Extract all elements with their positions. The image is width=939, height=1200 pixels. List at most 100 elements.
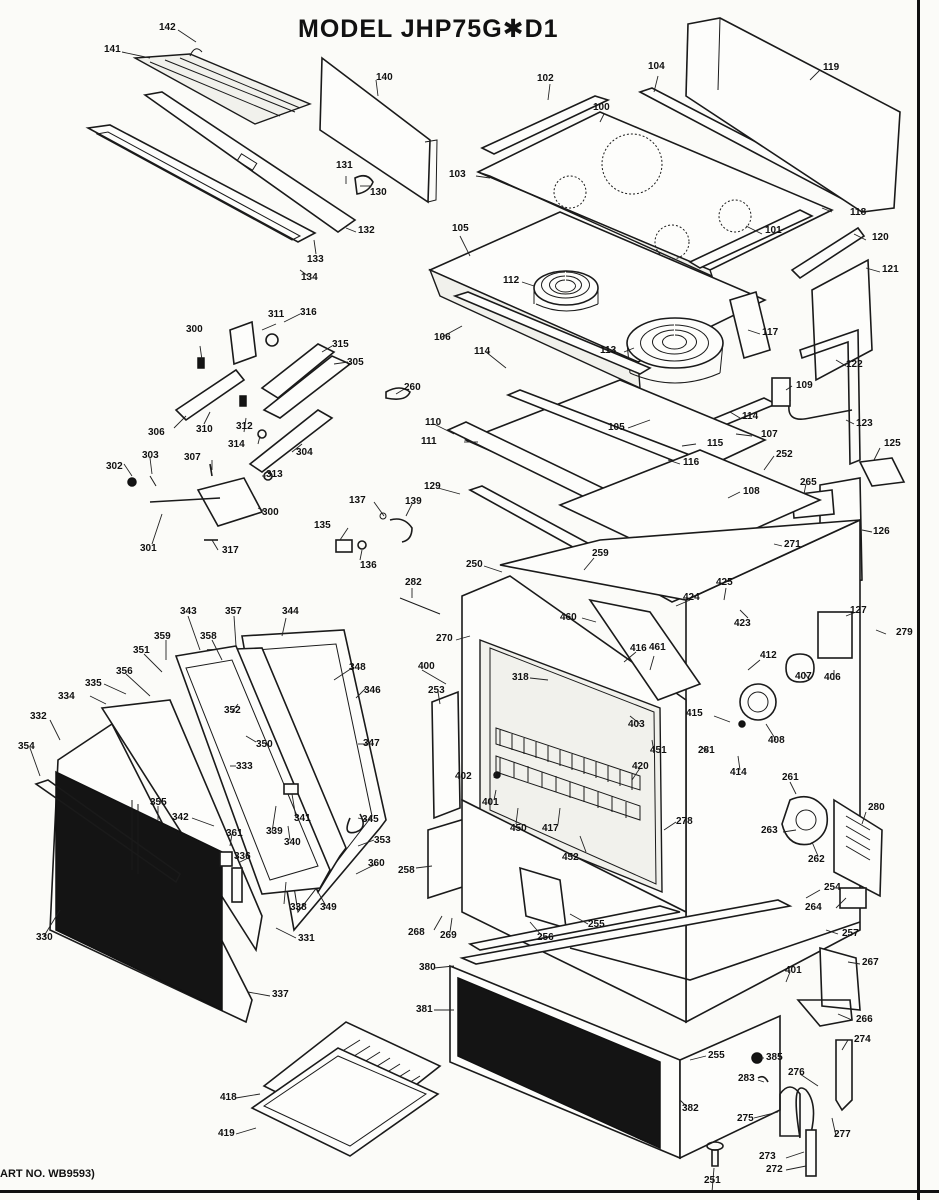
callout-label: 303 <box>142 450 159 461</box>
callout-label: 341 <box>294 813 311 824</box>
callout-label: 335 <box>85 678 102 689</box>
callout-label: 360 <box>368 858 385 869</box>
frame-border-right <box>917 0 920 1200</box>
callout-label: 424 <box>683 592 700 603</box>
control-panel-trim <box>85 124 317 243</box>
callout-label: 381 <box>416 1004 433 1015</box>
callout-label: 423 <box>734 618 751 629</box>
callout-label: 280 <box>868 802 885 813</box>
callout-label: 311 <box>268 309 285 320</box>
callout-label: 265 <box>800 477 817 488</box>
frame-border-bottom <box>0 1190 939 1193</box>
callout-label: 104 <box>648 61 665 72</box>
callout-label: 253 <box>428 685 445 696</box>
callout-label: 110 <box>425 417 442 428</box>
callout-label: 400 <box>418 661 435 672</box>
callout-label: 106 <box>434 332 451 343</box>
drawer-front-panel <box>457 976 661 1150</box>
callout-label: 350 <box>256 739 273 750</box>
callout-label: 333 <box>236 761 253 772</box>
callout-label: 351 <box>133 645 150 656</box>
callout-label: 134 <box>301 272 318 283</box>
callout-label: 268 <box>408 927 425 938</box>
callout-label: 316 <box>300 307 317 318</box>
callout-label: 346 <box>364 685 381 696</box>
callout-label: 385 <box>766 1052 783 1063</box>
callout-label: 136 <box>360 560 377 571</box>
callout-label: 141 <box>104 44 121 55</box>
callout-label: 338 <box>290 902 307 913</box>
callout-label: 114 <box>742 411 759 422</box>
callout-label: 382 <box>682 1103 699 1114</box>
part-number-note: ART NO. WB9593) <box>0 1168 95 1180</box>
small-hardware <box>335 387 441 615</box>
callout-label: 105 <box>452 223 469 234</box>
lower-front-trim <box>461 798 687 1024</box>
callout-label: 118 <box>850 207 867 218</box>
callout-label: 272 <box>766 1164 783 1175</box>
callout-label: 126 <box>873 526 890 537</box>
callout-label: 271 <box>784 539 801 550</box>
callout-label: 355 <box>150 797 167 808</box>
callout-label: 347 <box>363 738 380 749</box>
callout-label: 361 <box>226 828 243 839</box>
leader-lines <box>29 29 887 1193</box>
callout-label: 353 <box>374 835 391 846</box>
callout-label: 343 <box>180 606 197 617</box>
callout-label: 279 <box>896 627 913 638</box>
callout-label: 412 <box>760 650 777 661</box>
broiler-pan-set <box>250 1021 442 1157</box>
callout-label: 130 <box>370 187 387 198</box>
callout-label: 121 <box>882 264 899 275</box>
model-title: MODEL JHP75G✱D1 <box>298 15 559 43</box>
callout-label: 274 <box>854 1034 871 1045</box>
callout-label: 100 <box>593 102 610 113</box>
callout-label: 337 <box>272 989 289 1000</box>
callout-label: 315 <box>332 339 349 350</box>
backguard-panel <box>319 56 431 204</box>
callout-label: 314 <box>228 439 245 450</box>
callout-label: 407 <box>795 671 812 682</box>
callout-label: 116 <box>683 457 700 468</box>
callout-label: 117 <box>762 327 779 338</box>
callout-label: 115 <box>707 438 724 449</box>
callout-label: 125 <box>884 438 901 449</box>
rear-trim <box>688 209 814 269</box>
callout-label: 252 <box>776 449 793 460</box>
callout-label: 305 <box>347 357 364 368</box>
callout-label: 318 <box>512 672 529 683</box>
callout-label: 275 <box>737 1113 754 1124</box>
callout-label: 267 <box>862 957 879 968</box>
callout-label: 340 <box>284 837 301 848</box>
callout-label: 310 <box>196 424 213 435</box>
latch-mechanism <box>127 320 352 541</box>
callout-label: 357 <box>225 606 242 617</box>
callout-label: 408 <box>768 735 785 746</box>
callout-label: 129 <box>424 481 441 492</box>
callout-label: 276 <box>788 1067 805 1078</box>
oven-cavity <box>479 638 663 894</box>
callout-label: 113 <box>600 345 617 356</box>
callout-label: 380 <box>419 962 436 973</box>
callout-label: 339 <box>266 826 283 837</box>
callout-label: 112 <box>503 275 520 286</box>
callout-label: 402 <box>455 771 472 782</box>
callout-label: 263 <box>761 825 778 836</box>
callout-label: 281 <box>698 745 715 756</box>
callout-label: 259 <box>592 548 609 559</box>
callout-label: 256 <box>537 932 554 943</box>
hardware-parts <box>706 887 867 1177</box>
callout-label: 122 <box>846 359 863 370</box>
callout-label: 137 <box>349 495 366 506</box>
wire-cover <box>819 946 861 1011</box>
callout-label: 417 <box>542 823 559 834</box>
callout-label: 283 <box>738 1073 755 1084</box>
callout-label: 266 <box>856 1014 873 1025</box>
callout-label: 135 <box>314 520 331 531</box>
callout-label: 140 <box>376 72 393 83</box>
oven-door-assembly <box>34 629 387 1024</box>
callout-label: 261 <box>782 772 799 783</box>
callout-label: 349 <box>320 902 337 913</box>
oven-body-group <box>427 518 883 1024</box>
